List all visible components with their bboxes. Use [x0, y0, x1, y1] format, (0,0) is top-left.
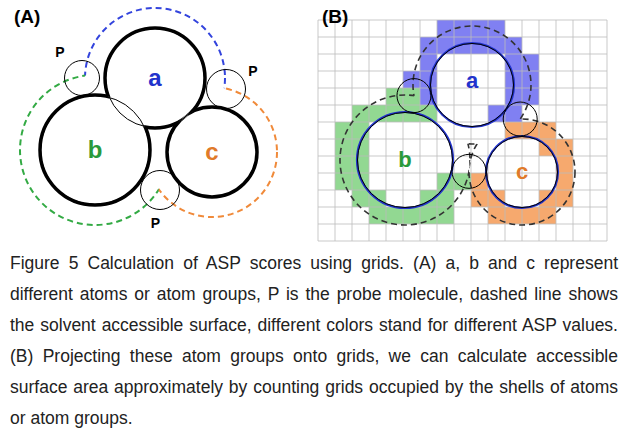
shell-grid-cell	[539, 122, 556, 139]
probe-label: P	[151, 216, 160, 230]
grid	[318, 20, 607, 241]
solvent-accessible-surface	[340, 95, 470, 225]
atom-label: c	[516, 161, 528, 183]
shell-grid-cell	[352, 190, 369, 207]
molecular-surface	[167, 107, 257, 197]
atom-label: a	[466, 70, 478, 92]
shell-grid-cell	[556, 139, 573, 156]
atom-circle: a	[430, 43, 514, 127]
molecular-surface	[40, 95, 150, 205]
molecular-surface	[430, 43, 514, 127]
molecular-surface	[357, 112, 453, 208]
atom-circle: b	[40, 95, 150, 205]
atom-label: b	[88, 138, 103, 162]
shell-grid-cell	[437, 20, 454, 37]
shell-grid-cell	[335, 122, 352, 139]
shell-grid-cell	[403, 71, 420, 88]
probe-circle: P	[64, 60, 100, 96]
solvent-accessible-surface	[469, 119, 575, 225]
probe-circle	[503, 102, 537, 136]
shell-grid-cell	[335, 156, 352, 173]
probe-circle: P	[206, 69, 246, 109]
shell-grid-cell	[420, 71, 437, 88]
shell-grid-cell	[420, 207, 437, 224]
shell-grid-cell	[522, 207, 539, 224]
panel-a-drawing	[20, 8, 277, 225]
solvent-accessible-surface	[85, 8, 225, 148]
shell-grid-cell	[386, 207, 403, 224]
circle-outline	[206, 69, 246, 109]
shell-grid-cell	[471, 20, 488, 37]
probe-label: P	[55, 45, 64, 59]
panel-b-drawing	[318, 20, 607, 241]
molecular-surface	[486, 136, 558, 208]
probe-label: P	[248, 64, 257, 78]
shell-grid-cell	[420, 105, 437, 122]
shell-grid-cell	[488, 20, 505, 37]
figure-caption: Figure 5 Calculation of ASP scores using…	[10, 248, 618, 434]
circle-outline	[64, 60, 100, 96]
shell-grid-cell	[403, 207, 420, 224]
atom-circle: c	[486, 136, 558, 208]
atom-label: c	[205, 140, 218, 164]
shell-grid-cell	[403, 88, 420, 105]
solvent-accessible-surface	[147, 87, 277, 217]
probe-circle	[397, 79, 431, 113]
probe-circle	[452, 154, 486, 188]
shell-grid-cell	[352, 156, 369, 173]
circle-outline	[140, 170, 180, 210]
shell-grid-cell	[505, 207, 522, 224]
solvent-accessible-surface	[413, 26, 531, 144]
atom-label: a	[148, 66, 161, 90]
atom-circle: c	[167, 107, 257, 197]
atom-circle: b	[357, 112, 453, 208]
atom-label: b	[398, 149, 411, 171]
shell-grid-cell	[505, 37, 522, 54]
probe-circle: P	[140, 170, 180, 210]
panel-label: (A)	[14, 6, 40, 28]
panel-label: (B)	[322, 6, 348, 28]
